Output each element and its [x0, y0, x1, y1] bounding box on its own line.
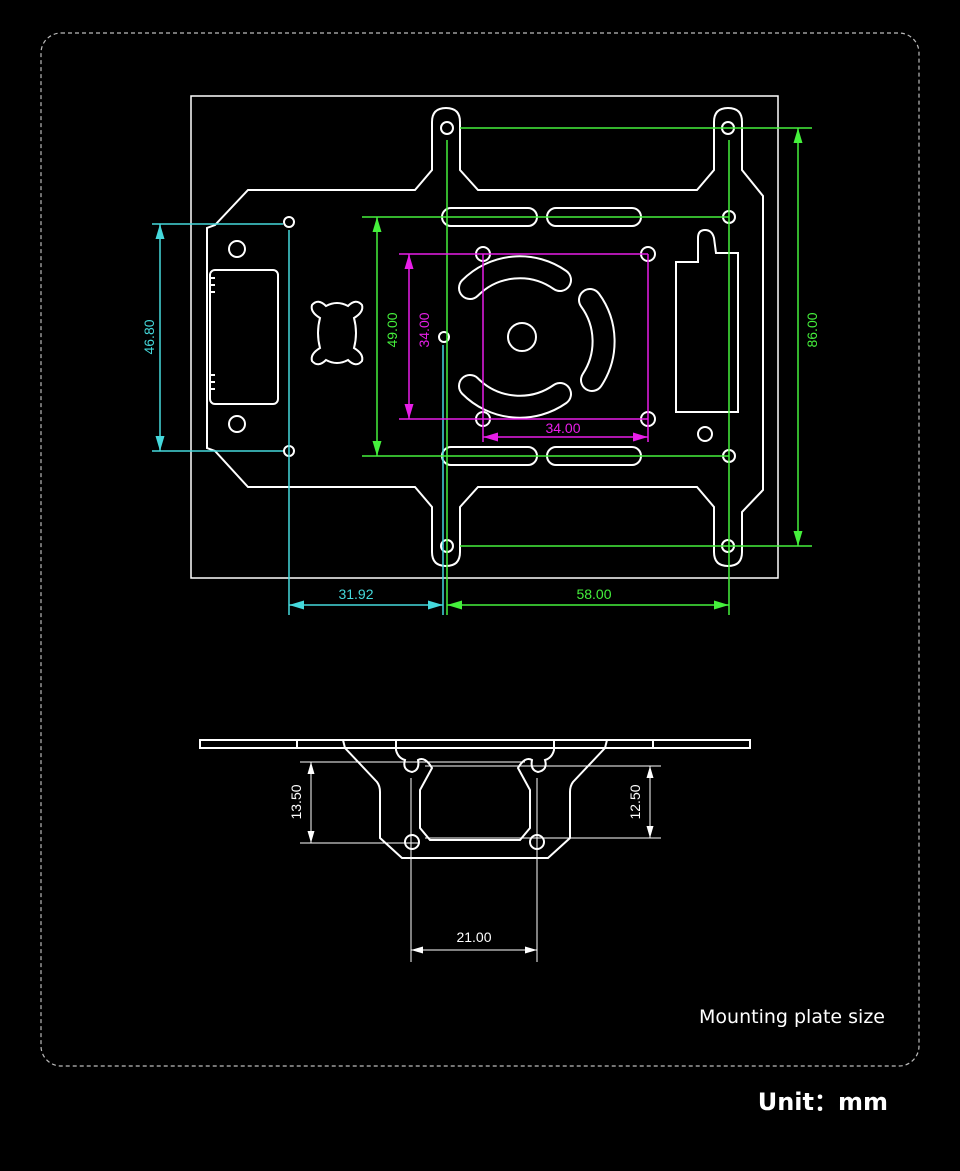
right-cutout: [675, 228, 739, 413]
dimension-58-00: 58.00: [446, 140, 730, 615]
top-view: 46.80 31.92 86.00 49.00 58.00 34.00: [141, 95, 820, 615]
dim-label-34-00-vertical: 34.00: [416, 312, 432, 347]
dimension-21-00: 21.00: [410, 778, 538, 962]
dimension-13-50: 13.50: [288, 761, 525, 844]
dimension-46-80: 46.80: [141, 223, 283, 452]
dim-label-12-50: 12.50: [627, 784, 643, 819]
side-view: 13.50 12.50 21.00: [199, 739, 751, 962]
dimension-86-00: 86.00: [460, 127, 820, 547]
plate-boundary: [190, 95, 779, 579]
dim-label-58-00: 58.00: [576, 586, 611, 602]
dim-label-49-00: 49.00: [384, 312, 400, 347]
bracket-inner: [395, 740, 555, 841]
dimension-31-92: 31.92: [288, 230, 444, 615]
dim-label-34-00-horizontal: 34.00: [545, 420, 580, 436]
dashed-frame: [40, 32, 920, 1067]
unit-label: Unit：mm: [757, 1088, 888, 1116]
dim-label-31-92: 31.92: [338, 586, 373, 602]
dim-label-21-00: 21.00: [456, 929, 491, 945]
dim-label-13-50: 13.50: [288, 784, 304, 819]
connector-ticks: [210, 277, 215, 390]
dimension-49-00: 49.00: [362, 216, 729, 457]
dimension-12-50: 12.50: [425, 765, 661, 839]
caption: Mounting plate size: [699, 1006, 885, 1028]
arc-slots: [458, 255, 616, 419]
dim-label-46-80: 46.80: [141, 319, 157, 354]
connector-cutout: [209, 269, 279, 405]
dimension-34-00-vertical: 34.00: [399, 253, 648, 420]
plate-outline: [206, 106, 764, 568]
dim-label-86-00: 86.00: [804, 312, 820, 347]
bracket-body: [342, 739, 608, 859]
dimension-34-00-horizontal: 34.00: [482, 254, 649, 442]
clover-cutout: [310, 300, 364, 366]
